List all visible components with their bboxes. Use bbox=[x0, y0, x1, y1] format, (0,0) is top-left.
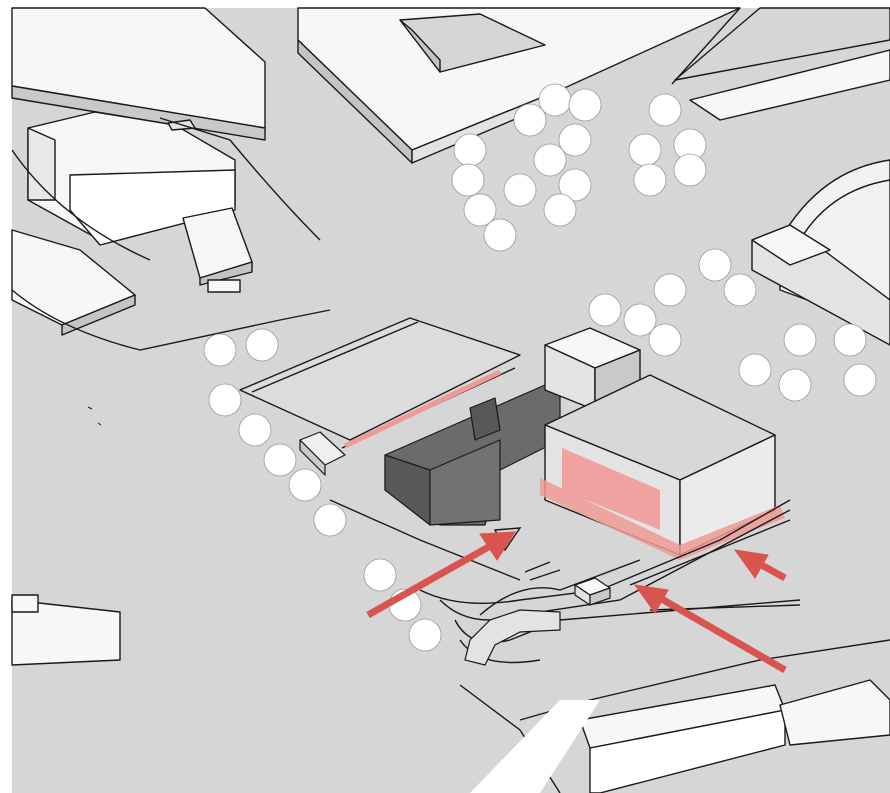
top-margin bbox=[0, 0, 890, 8]
left-margin bbox=[0, 0, 12, 793]
